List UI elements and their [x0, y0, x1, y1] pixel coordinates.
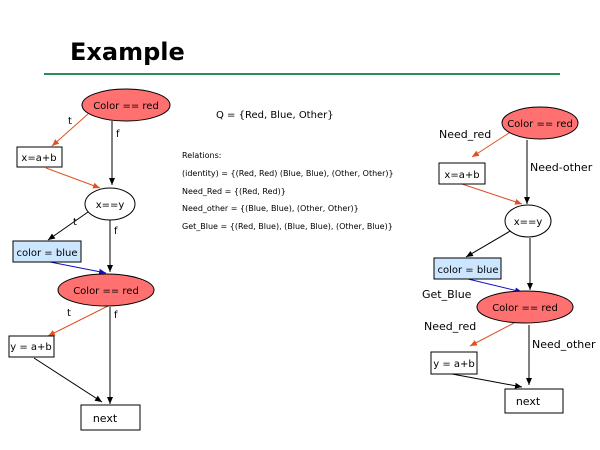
left-label-cond1-true: t	[68, 116, 72, 127]
left-label-cond2-false: f	[114, 226, 118, 237]
right-label-get-blue: Get_Blue	[422, 288, 472, 301]
left-next-label: next	[93, 412, 118, 425]
left-assign1-label: x=a+b	[21, 153, 56, 164]
right-assign3-label: y = a+b	[433, 359, 475, 370]
right-label-need-red-2: Need_red	[424, 320, 476, 333]
right-cond2-label: x==y	[514, 217, 543, 228]
left-cond2-label: x==y	[96, 200, 125, 211]
title-rule	[44, 73, 560, 75]
right-assign2-label: color = blue	[438, 265, 499, 276]
right-cond1-label: Color == red	[507, 119, 573, 130]
right-flowchart: Need_red Need-other Get_Blue Need_red Ne…	[422, 106, 596, 414]
left-edge-assign1-cond2	[45, 167, 101, 189]
left-assign2-label: color = blue	[17, 248, 78, 259]
right-assign1-label: x=a+b	[444, 170, 479, 181]
right-assign2-node	[433, 257, 502, 280]
relation-line-need-other: Need_other = {(Blue, Blue), (Other, Othe…	[182, 204, 359, 213]
right-label-need-red-1: Need_red	[439, 128, 491, 141]
left-cond3-label: Color == red	[73, 286, 139, 297]
left-assign1-node	[16, 146, 63, 168]
right-next-label: next	[516, 395, 541, 408]
left-cond2-node	[84, 187, 136, 221]
right-edge-cond3-assign3	[469, 322, 515, 347]
left-edge-assign2-cond3	[49, 261, 107, 275]
left-edge-cond1-assign1	[51, 113, 89, 147]
left-edge-assign3-next	[33, 357, 103, 403]
right-assign1-node	[438, 162, 486, 185]
right-label-need-other-2: Need_other	[532, 338, 596, 351]
left-assign3-label: y = a+b	[10, 342, 52, 353]
right-cond1-node	[501, 106, 579, 140]
right-cond3-node	[476, 290, 574, 324]
right-label-need-other-1: Need-other	[530, 161, 593, 174]
right-edge-assign3-next	[451, 373, 523, 389]
right-assign3-node	[430, 351, 478, 375]
left-next-node	[80, 404, 141, 431]
left-cond1-label: Color == red	[93, 101, 159, 112]
right-cond2-node	[504, 204, 552, 238]
left-flowchart: t f t f t f Color == red x=a+b x==y colo…	[8, 88, 171, 431]
right-edge-assign1-cond2	[461, 183, 523, 205]
right-edge-cond2-assign2	[465, 229, 513, 258]
relation-line-identity: (identity) = {(Red, Red) (Blue, Blue), (…	[182, 169, 394, 178]
left-edge-cond2-assign2	[47, 211, 89, 241]
left-label-cond3-false: f	[114, 310, 118, 321]
left-cond1-node	[81, 88, 171, 122]
right-edge-assign2-cond3	[467, 278, 523, 294]
left-label-cond1-false: f	[116, 129, 120, 140]
relations-text: Q = {Red, Blue, Other} Relations: (ident…	[182, 110, 394, 231]
relation-line-get-blue: Get_Blue = {(Red, Blue), (Blue, Blue), (…	[182, 222, 393, 231]
right-next-node	[504, 388, 564, 414]
left-cond3-node	[57, 273, 155, 307]
left-label-cond3-true: t	[67, 308, 71, 319]
left-assign2-node	[12, 240, 82, 263]
left-edge-cond3-assign3	[47, 305, 109, 337]
relations-heading: Relations:	[182, 151, 221, 160]
relation-line-need-red: Need_Red = {(Red, Red)}	[182, 187, 286, 196]
left-label-cond2-true: t	[73, 217, 77, 228]
right-cond3-label: Color == red	[492, 303, 558, 314]
slide-title: Example	[70, 38, 185, 66]
left-assign3-node	[8, 335, 55, 358]
right-edge-cond1-assign1	[471, 130, 513, 158]
q-set-text: Q = {Red, Blue, Other}	[216, 110, 334, 121]
